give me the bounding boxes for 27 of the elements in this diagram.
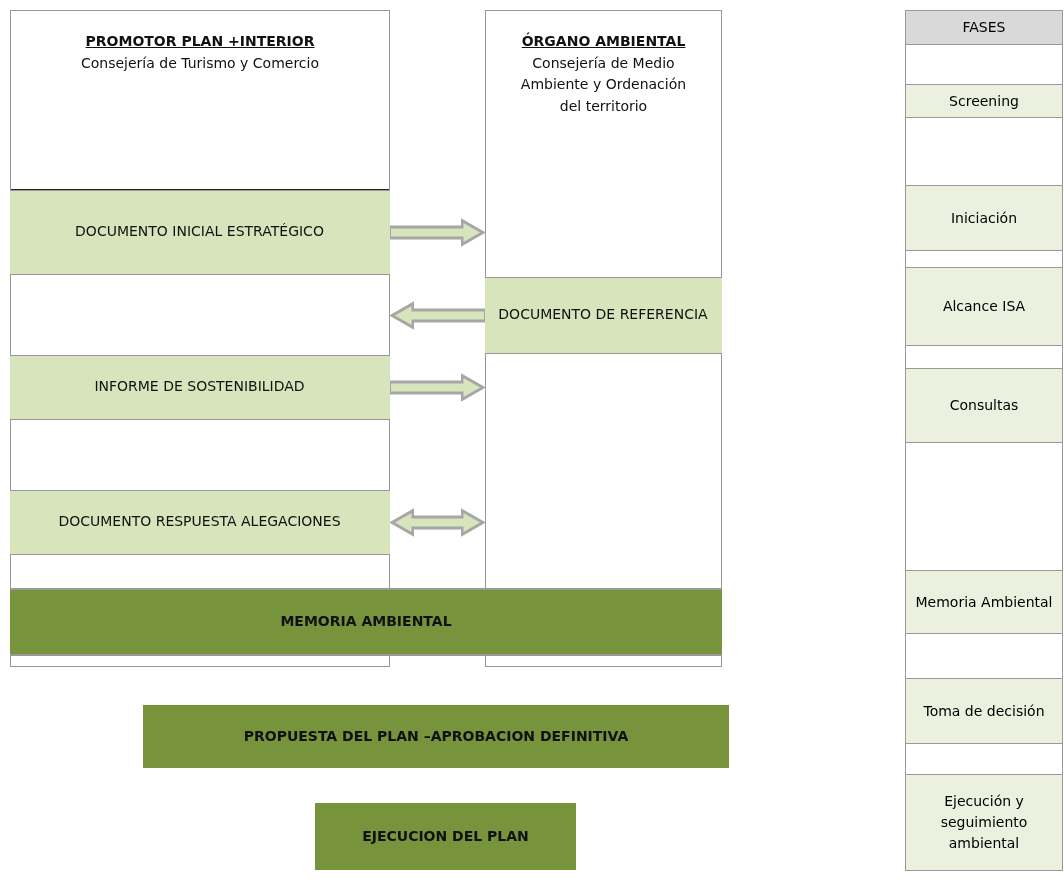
phase-label: Iniciación bbox=[905, 185, 1063, 251]
process-box bbox=[9, 489, 390, 555]
box-text: DOCUMENTO DE REFERENCIA bbox=[497, 305, 709, 325]
stage-bar bbox=[315, 803, 576, 870]
process-box bbox=[484, 276, 722, 354]
phase-label: Alcance ISA bbox=[905, 267, 1063, 346]
process-box bbox=[9, 354, 390, 420]
phase-label: Memoria Ambiental bbox=[905, 570, 1063, 634]
lane-heading: ÓRGANO AMBIENTAL bbox=[520, 31, 687, 51]
phase-label: Ejecución y seguimiento ambiental bbox=[905, 774, 1063, 871]
lane-heading: PROMOTOR PLAN +INTERIOR bbox=[84, 32, 316, 51]
phase-label: Consultas bbox=[905, 368, 1063, 443]
process-box bbox=[9, 189, 390, 275]
box-text: DOCUMENTO INICIAL ESTRATÉGICO bbox=[74, 222, 325, 242]
stage-bar bbox=[143, 705, 729, 768]
phase-label: Screening bbox=[905, 84, 1063, 118]
box-text: DOCUMENTO RESPUESTA ALEGACIONES bbox=[57, 512, 342, 532]
box-text: EJECUCION DEL PLAN bbox=[361, 826, 530, 846]
box-text: PROPUESTA DEL PLAN –APROBACION DEFINITIVA bbox=[242, 726, 630, 746]
lane-subtitle: Consejería de Medio Ambiente y Ordenación del territorio bbox=[519, 53, 688, 117]
box-text: INFORME DE SOSTENIBILIDAD bbox=[93, 377, 306, 397]
swimlane-panel bbox=[485, 10, 722, 667]
box-text: MEMORIA AMBIENTAL bbox=[279, 612, 453, 632]
stage-bar bbox=[10, 588, 722, 656]
phase-label: Toma de decisión bbox=[905, 678, 1063, 744]
table-header: FASES bbox=[905, 10, 1063, 45]
lane-subtitle: Consejería de Turismo y Comercio bbox=[79, 53, 321, 73]
